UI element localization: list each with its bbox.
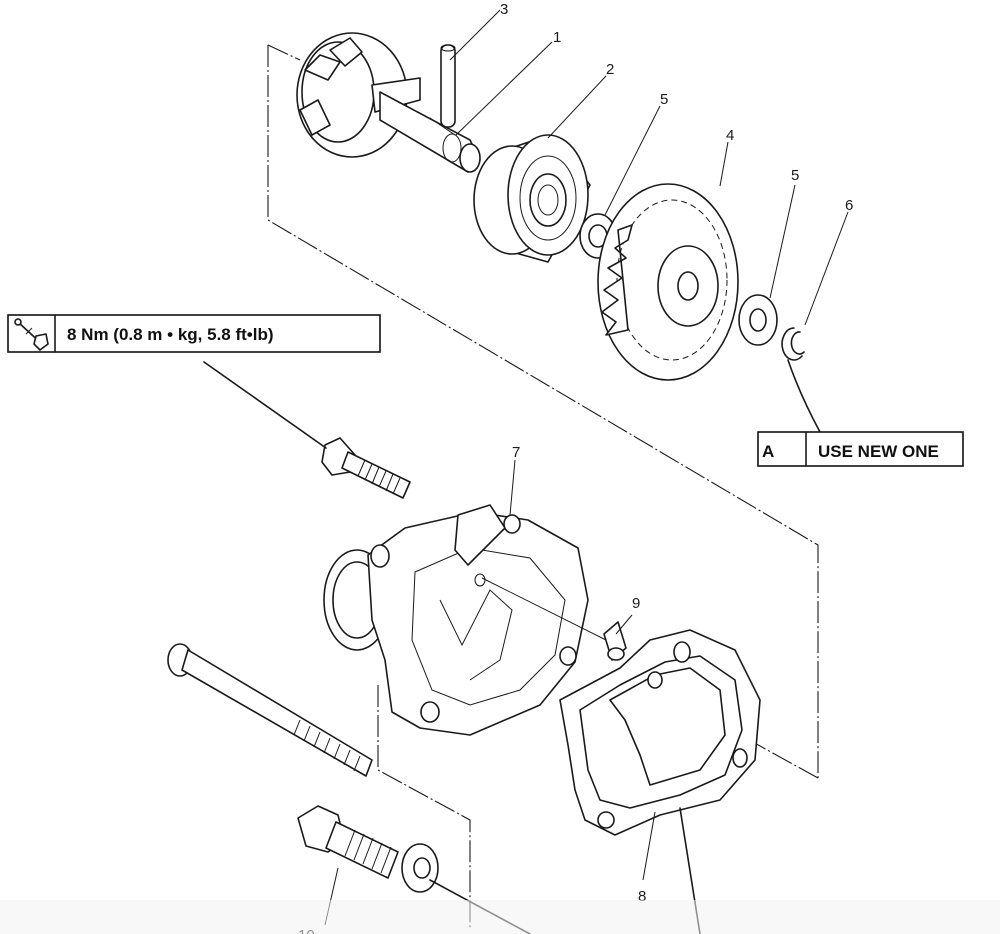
dowel-alignment-line <box>481 577 607 641</box>
gasket <box>559 629 761 836</box>
bolt-long <box>167 643 373 777</box>
washer-lower <box>738 294 778 346</box>
part-number-4: 4 <box>726 127 734 144</box>
part-number-labels: 3 1 2 5 4 5 6 7 9 8 10 <box>298 1 853 934</box>
drive-gear <box>597 183 739 381</box>
pin <box>440 44 456 128</box>
torque-callout: 8 Nm (0.8 m • kg, 5.8 ft•lb) <box>7 314 381 353</box>
impeller-shaft <box>296 32 481 173</box>
part-number-5-upper: 5 <box>660 91 668 108</box>
part-number-9: 9 <box>632 595 640 612</box>
part-number-1: 1 <box>553 29 561 46</box>
part-number-6: 6 <box>845 197 853 214</box>
part-number-5-lower: 5 <box>791 167 799 184</box>
part-number-3: 3 <box>500 1 508 18</box>
torque-value: 8 Nm (0.8 m • kg, 5.8 ft•lb) <box>67 325 274 344</box>
part-number-7: 7 <box>512 444 520 461</box>
part-number-8: 8 <box>638 888 646 905</box>
replace-code: A <box>762 442 774 461</box>
pump-housing <box>323 504 589 736</box>
circlip <box>781 327 805 361</box>
torque-wrench-icon <box>14 318 49 351</box>
bolt-lower <box>297 805 399 879</box>
dowel-pin <box>603 621 627 661</box>
bottom-fade <box>0 900 1000 934</box>
washer-bolt <box>401 843 439 893</box>
bolt-upper <box>321 437 411 499</box>
replace-instruction: USE NEW ONE <box>818 442 939 461</box>
part-number-2: 2 <box>606 61 614 78</box>
replace-callout: A USE NEW ONE <box>757 431 964 467</box>
bearing <box>473 134 591 263</box>
